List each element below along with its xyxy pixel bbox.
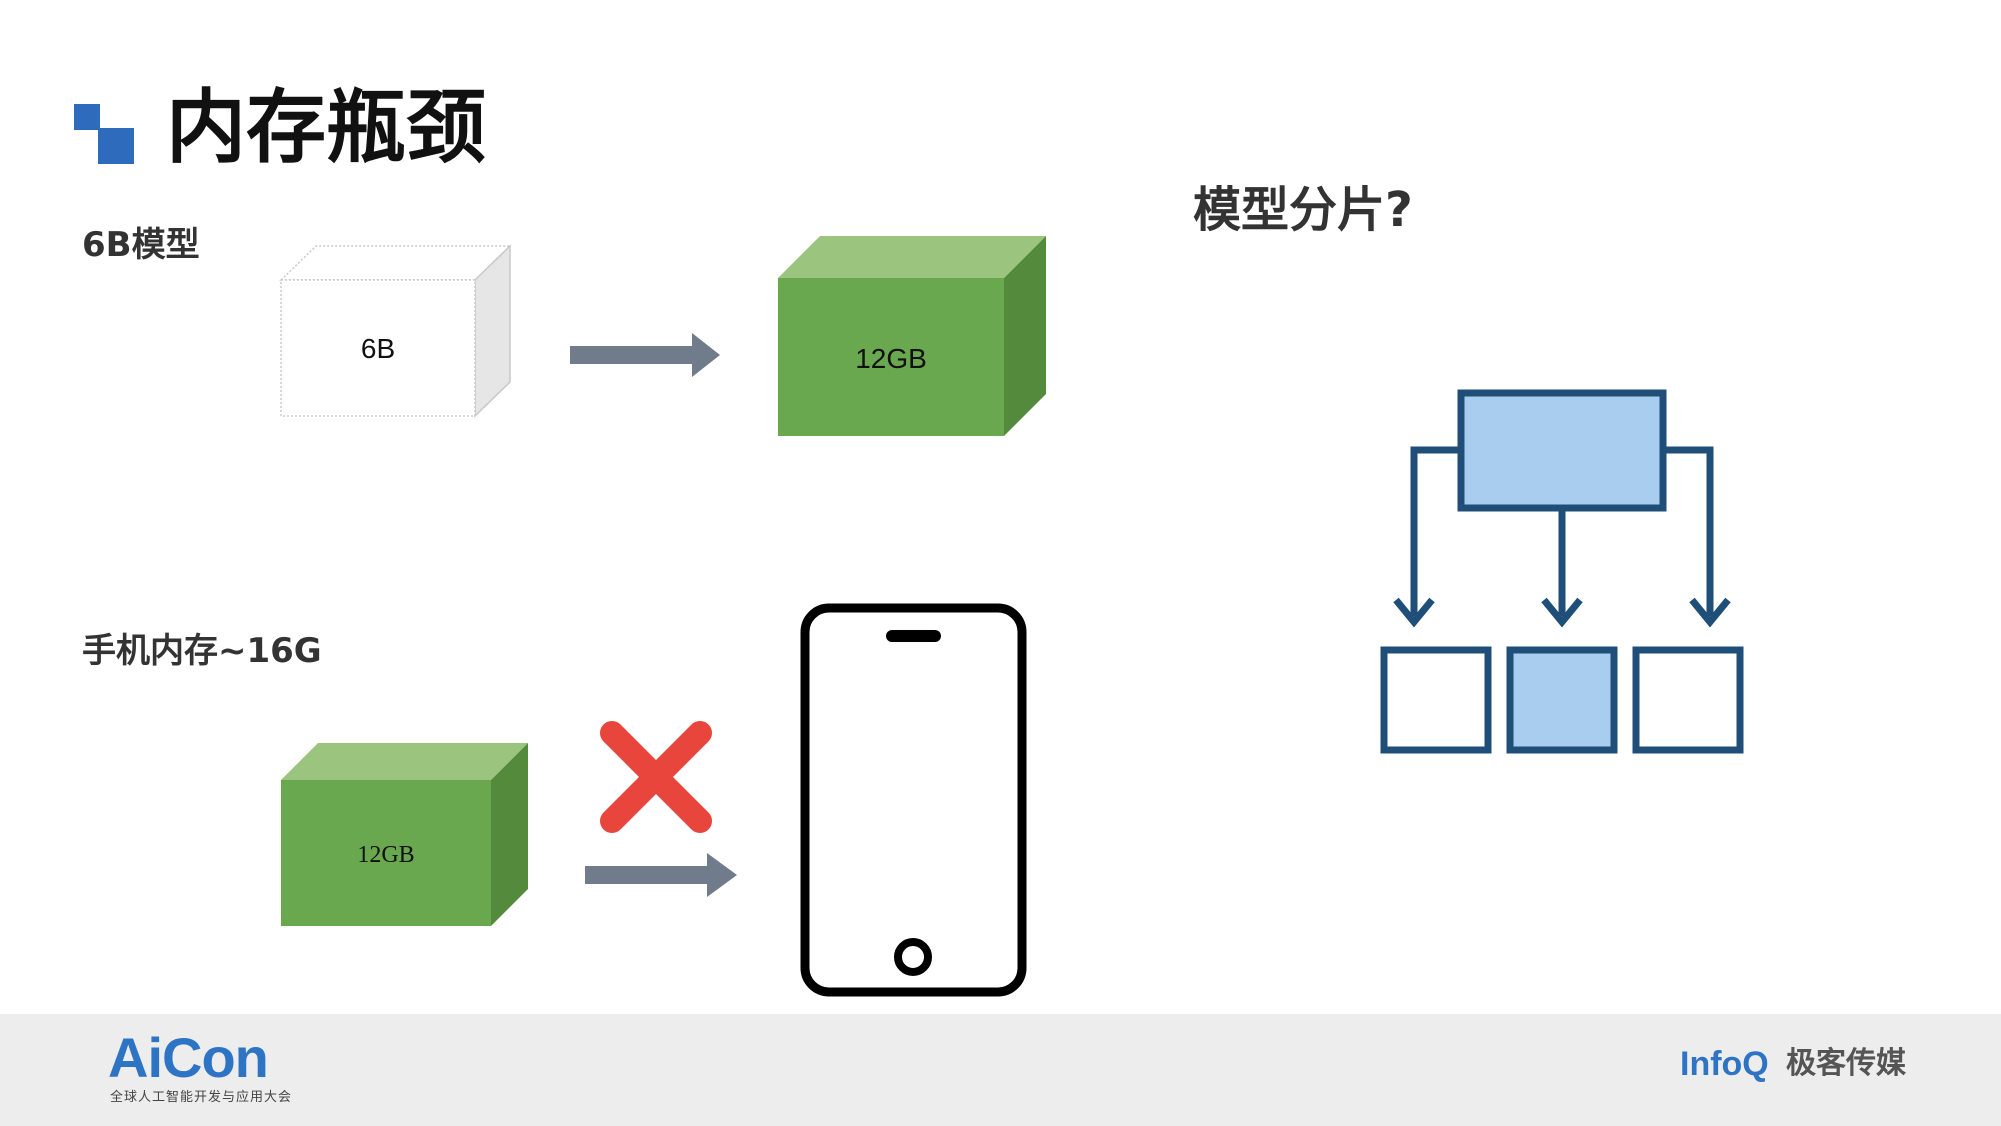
hierarchy-diagram-icon [1380, 389, 1744, 754]
phone-row-cube: 12GB [281, 743, 528, 926]
params-cube: 6B [279, 244, 512, 418]
right-arrow-icon [570, 333, 720, 377]
memory-cube: 12GB [778, 236, 1046, 436]
phone-row-cube-label: 12GB [357, 842, 414, 868]
aicon-subtitle: 全球人工智能开发与应用大会 [110, 1090, 293, 1105]
infoq-brand-name: 极客传媒 [1786, 1046, 1906, 1081]
title-accent-square-small [74, 104, 100, 130]
phone-memory-label: 手机内存~16G [82, 631, 322, 671]
memory-cube-label: 12GB [855, 343, 927, 374]
aicon-logo: AiCon [108, 1026, 269, 1089]
cross-icon [600, 721, 712, 833]
title-accent-square-large [98, 128, 134, 164]
smartphone-icon [800, 603, 1027, 997]
right-arrow-icon-2 [585, 853, 737, 897]
sharding-question-label: 模型分片? [1193, 182, 1413, 238]
footer-bar [0, 1014, 2001, 1126]
slide-graphics: 6B 12GB 12GB [279, 236, 1744, 997]
infoq-logo: InfoQ [1680, 1045, 1769, 1083]
model-size-label: 6B模型 [82, 225, 200, 265]
params-cube-label: 6B [361, 333, 395, 364]
slide-title: 内存瓶颈 [166, 81, 486, 174]
